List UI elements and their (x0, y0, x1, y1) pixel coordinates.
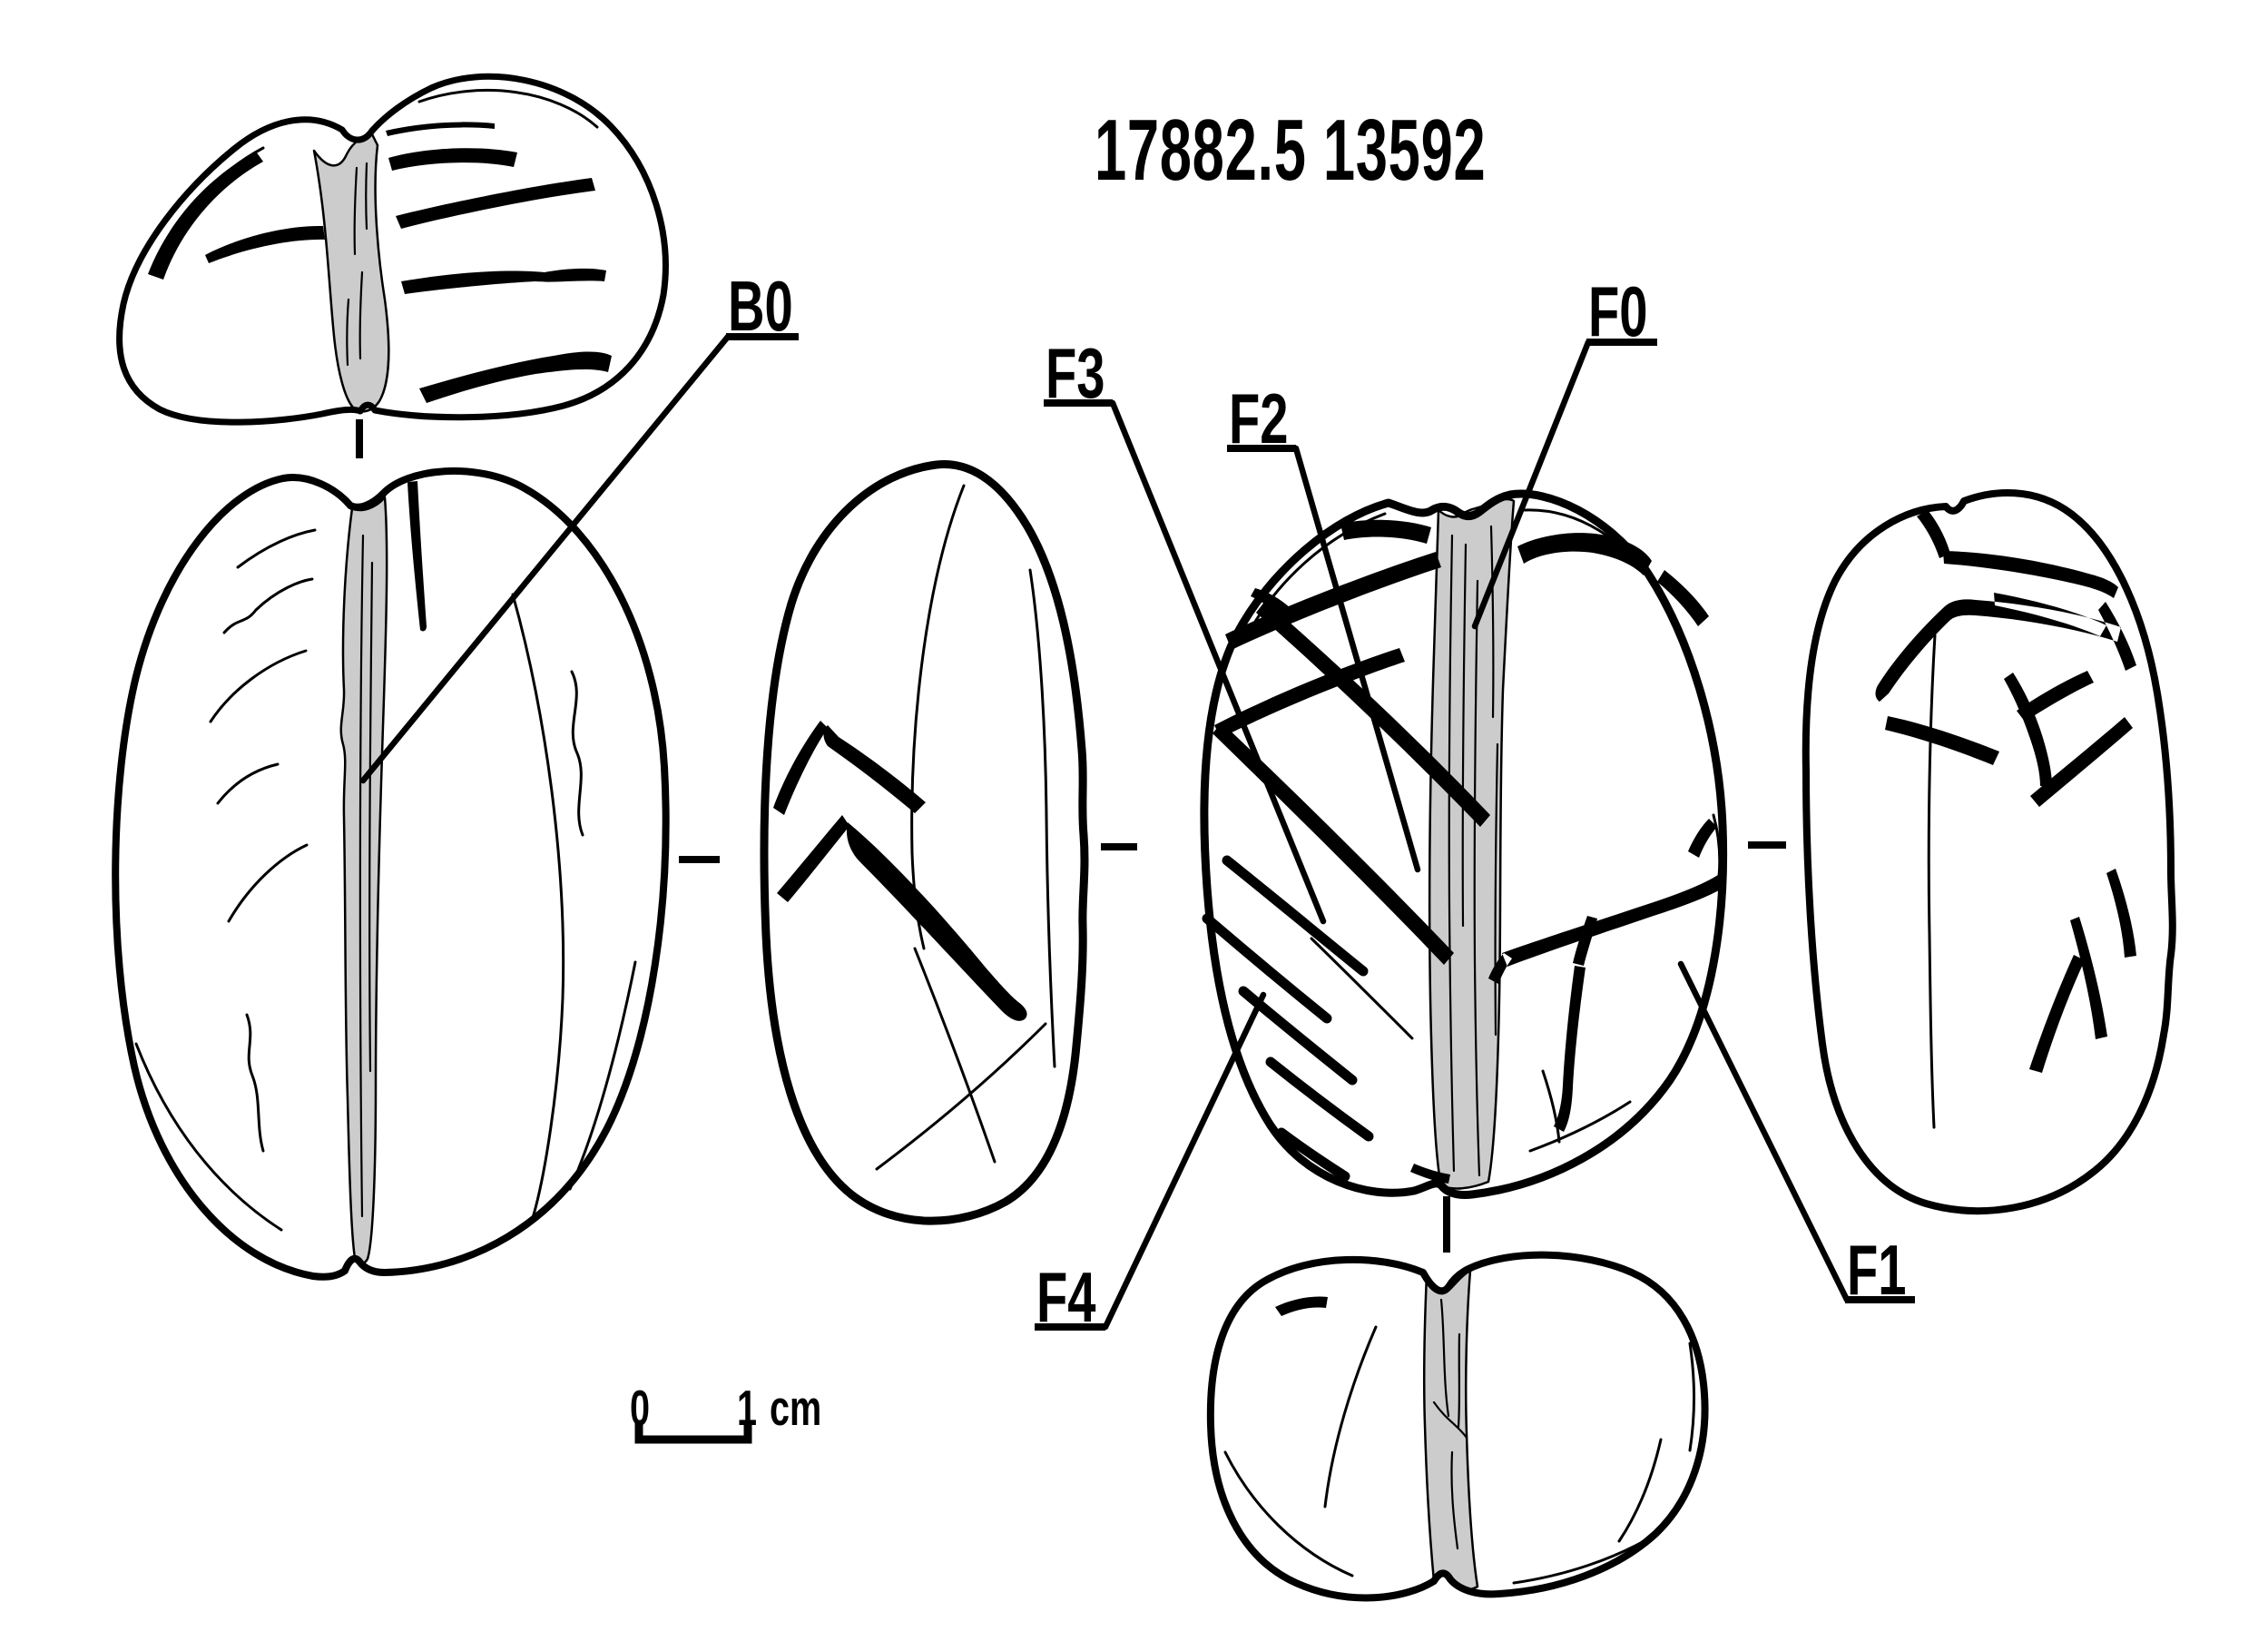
surface-lines (1243, 508, 1722, 1153)
fracture-band (339, 496, 388, 1265)
label-f4: F4 (1035, 991, 1267, 1337)
scale-unit: cm (770, 1381, 821, 1437)
engraved-marks (1213, 519, 1725, 1184)
page-title: 17882.5 13592 (1095, 102, 1486, 199)
stone-outline (1802, 489, 2176, 1214)
scale-one: 1 (737, 1381, 757, 1437)
left-edge-view-drawing (760, 460, 1089, 1225)
f1-label: F1 (1847, 1231, 1907, 1310)
view-separator-dashes (356, 419, 1786, 1253)
b0-leader-line (359, 333, 731, 784)
stone-outline (112, 467, 670, 1281)
f3-leader-line (1109, 399, 1327, 925)
stone-outline (116, 73, 669, 426)
catalog-number: 17882.5 13592 (1095, 102, 1486, 199)
f2-leader-line (1292, 445, 1421, 873)
stone-outline (1200, 489, 1728, 1199)
surface-lines (1927, 634, 1937, 1129)
band-striations (1448, 525, 1499, 1177)
chevron-marks (773, 721, 1027, 1021)
scale-zero: 0 (630, 1381, 650, 1437)
fracture-band (312, 133, 390, 413)
f4-label: F4 (1036, 1258, 1096, 1337)
left-face-view-drawing (112, 467, 670, 1281)
label-b0: B0 (359, 267, 799, 784)
surface-lines (134, 528, 637, 1232)
parallel-incisions (1202, 855, 1374, 1182)
label-f3: F3 (1044, 334, 1327, 925)
engraved-marks (1875, 510, 2136, 1073)
fracture-band (1428, 497, 1516, 1190)
band-striations (346, 162, 368, 367)
fracture-band (1422, 1269, 1479, 1591)
f2-label: F2 (1229, 379, 1289, 458)
main-face-view-drawing (1200, 489, 1728, 1199)
stone-outline (1206, 1251, 1709, 1602)
b0-label: B0 (728, 267, 793, 346)
surface-lines (1223, 1325, 1695, 1585)
f0-label: F0 (1588, 272, 1648, 351)
f4-leader-line (1102, 991, 1267, 1331)
label-f0: F0 (1471, 272, 1657, 630)
right-edge-view-drawing (1802, 489, 2176, 1214)
top-end-view-drawing (116, 73, 669, 426)
surface-lines (875, 484, 1056, 1171)
stone-outline (760, 460, 1089, 1225)
f3-label: F3 (1046, 334, 1105, 413)
label-f2: F2 (1227, 379, 1421, 873)
engraved-marks (1275, 1296, 1328, 1316)
label-f1: F1 (1677, 960, 1915, 1310)
bottom-end-view-drawing (1206, 1251, 1709, 1602)
scale-bar: 0 1 cm (630, 1381, 821, 1444)
engraved-marks (407, 481, 427, 632)
band-striations (358, 534, 374, 1218)
f0-leader-line (1471, 339, 1592, 630)
scale-bar-bracket (634, 1421, 752, 1444)
f1-leader-line (1677, 960, 1851, 1303)
band-striations (1432, 1298, 1468, 1550)
